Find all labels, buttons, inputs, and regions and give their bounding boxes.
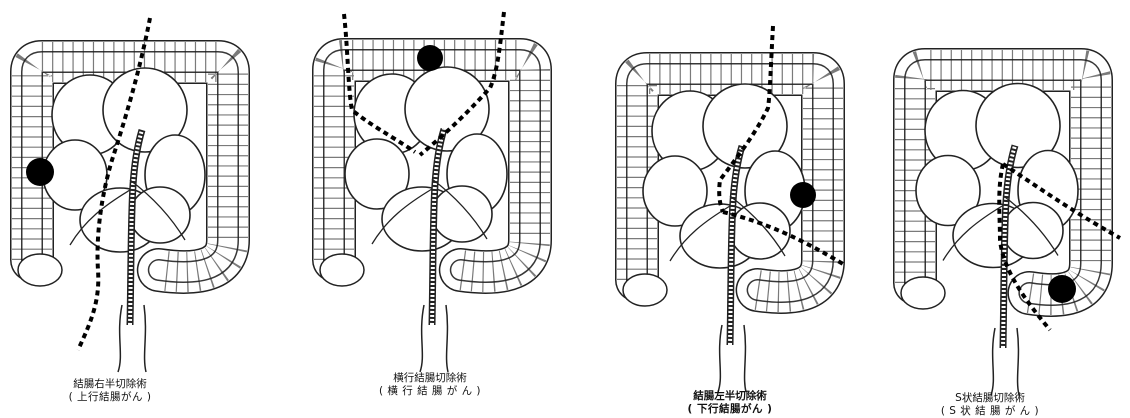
cancer-type-label: ( 上行結腸がん ) bbox=[50, 391, 170, 404]
cancer-type-label: ( S 状 結 腸 が ん ) bbox=[925, 405, 1055, 418]
colon-illustration bbox=[605, 0, 875, 360]
procedure-title: 横行結腸切除術 bbox=[365, 372, 495, 385]
procedure-title: 結腸右半切除術 bbox=[50, 378, 170, 391]
procedure-title: S状結腸切除術 bbox=[925, 392, 1055, 405]
colon-illustration bbox=[290, 0, 570, 360]
panel-caption: S状結腸切除術 ( S 状 結 腸 が ん ) bbox=[925, 392, 1055, 418]
colon-outline bbox=[18, 62, 228, 372]
cancer-type-label: ( 横 行 結 腸 が ん ) bbox=[365, 385, 495, 398]
diagram-left-hemicolectomy: 結腸左半切除術 ( 下行結腸がん ) bbox=[605, 0, 875, 417]
diagram-right-hemicolectomy: 結腸右半切除術 ( 上行結腸がん ) bbox=[0, 0, 280, 417]
colon-outline bbox=[901, 70, 1091, 395]
diagram-transverse-colectomy: 横行結腸切除術 ( 横 行 結 腸 が ん ) bbox=[290, 0, 570, 417]
tumor-marker bbox=[790, 182, 816, 208]
procedure-title: 結腸左半切除術 bbox=[665, 390, 795, 403]
tumor-marker bbox=[417, 45, 443, 71]
colon-illustration bbox=[0, 0, 280, 360]
colon-illustration bbox=[885, 0, 1130, 360]
tumor-marker bbox=[26, 158, 54, 186]
cancer-type-label: ( 下行結腸がん ) bbox=[665, 403, 795, 416]
tumor-marker bbox=[1048, 275, 1076, 303]
panel-caption: 結腸左半切除術 ( 下行結腸がん ) bbox=[665, 390, 795, 416]
colon-outline bbox=[623, 74, 823, 392]
panel-caption: 結腸右半切除術 ( 上行結腸がん ) bbox=[50, 378, 170, 404]
panel-caption: 横行結腸切除術 ( 横 行 結 腸 が ん ) bbox=[365, 372, 495, 398]
diagram-sigmoid-colectomy: S状結腸切除術 ( S 状 結 腸 が ん ) bbox=[885, 0, 1130, 417]
